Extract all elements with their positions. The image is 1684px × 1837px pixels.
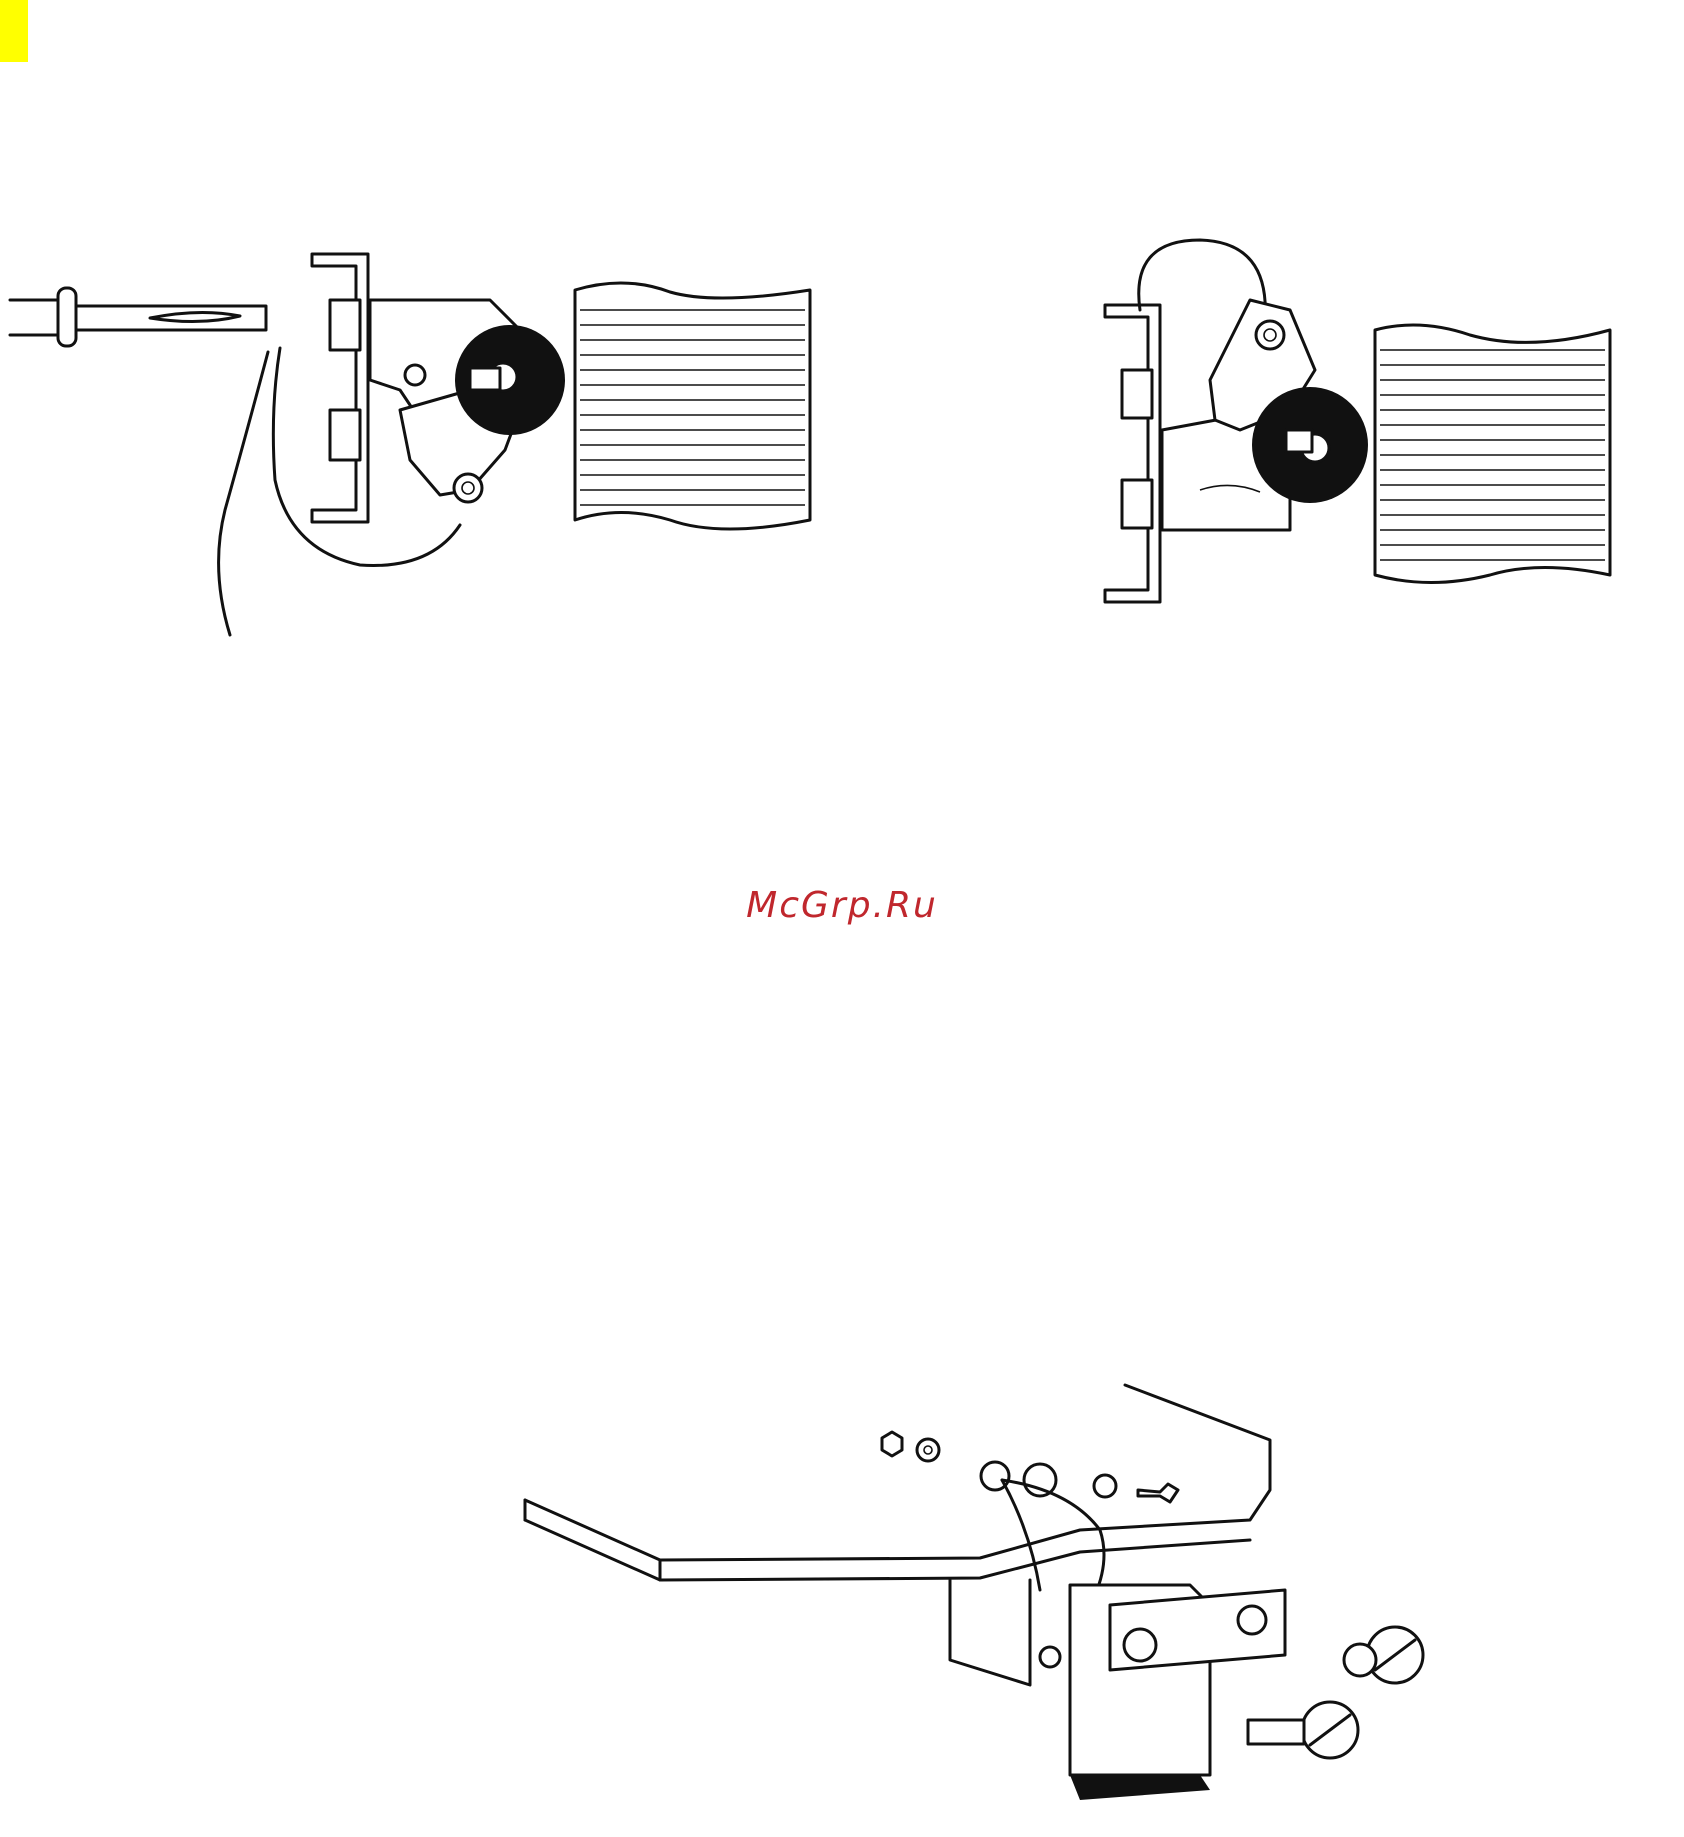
figure-2	[1090, 230, 1640, 610]
figure-3	[510, 1380, 1510, 1810]
burner-flame-sensing-rod-icon	[0, 220, 830, 640]
watermark: McGrp.Ru	[0, 885, 1684, 926]
page-marker	[0, 0, 28, 62]
burner-ignitor-installed-icon	[1090, 230, 1640, 610]
figure-1	[0, 220, 830, 640]
ignitor-mounting-exploded-icon	[510, 1380, 1510, 1810]
